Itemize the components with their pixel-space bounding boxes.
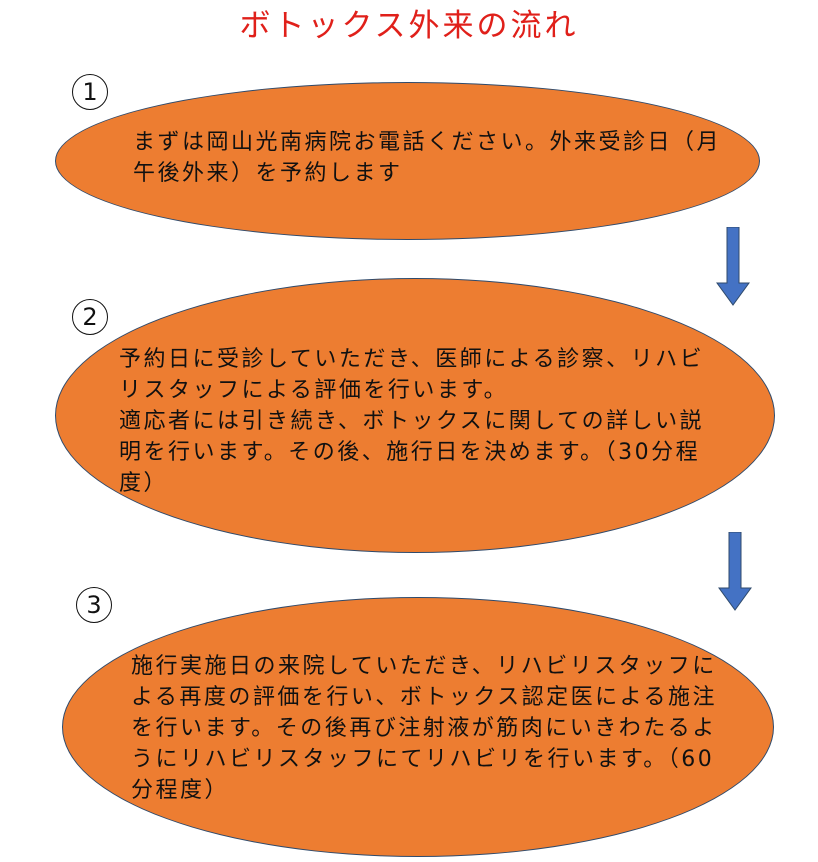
page-title: ボトックス外来の流れ	[239, 8, 579, 44]
step-1-number: 1	[72, 74, 108, 110]
step-3-number: 3	[76, 587, 112, 623]
down-arrow-icon	[716, 227, 750, 306]
step-2-number-label: 2	[82, 303, 98, 331]
step-1-ellipse	[55, 82, 760, 240]
down-arrow-icon	[718, 532, 752, 611]
step-3-ellipse	[62, 597, 774, 857]
step-1-number-label: 1	[82, 78, 98, 106]
step-1-text: まずは岡山光南病院お電話ください。外来受診日（月午後外来）を予約します	[133, 130, 722, 186]
step-3-text: 施行実施日の来院していただき、リハビリスタッフによる再度の評価を行い、ボトックス…	[131, 654, 718, 803]
step-2-text: 予約日に受診していただき、医師による診察、リハビリスタッフによる評価を行います。…	[119, 347, 705, 496]
step-2-ellipse	[55, 278, 775, 553]
step-3-number-label: 3	[86, 591, 102, 619]
step-2-number: 2	[72, 299, 108, 335]
